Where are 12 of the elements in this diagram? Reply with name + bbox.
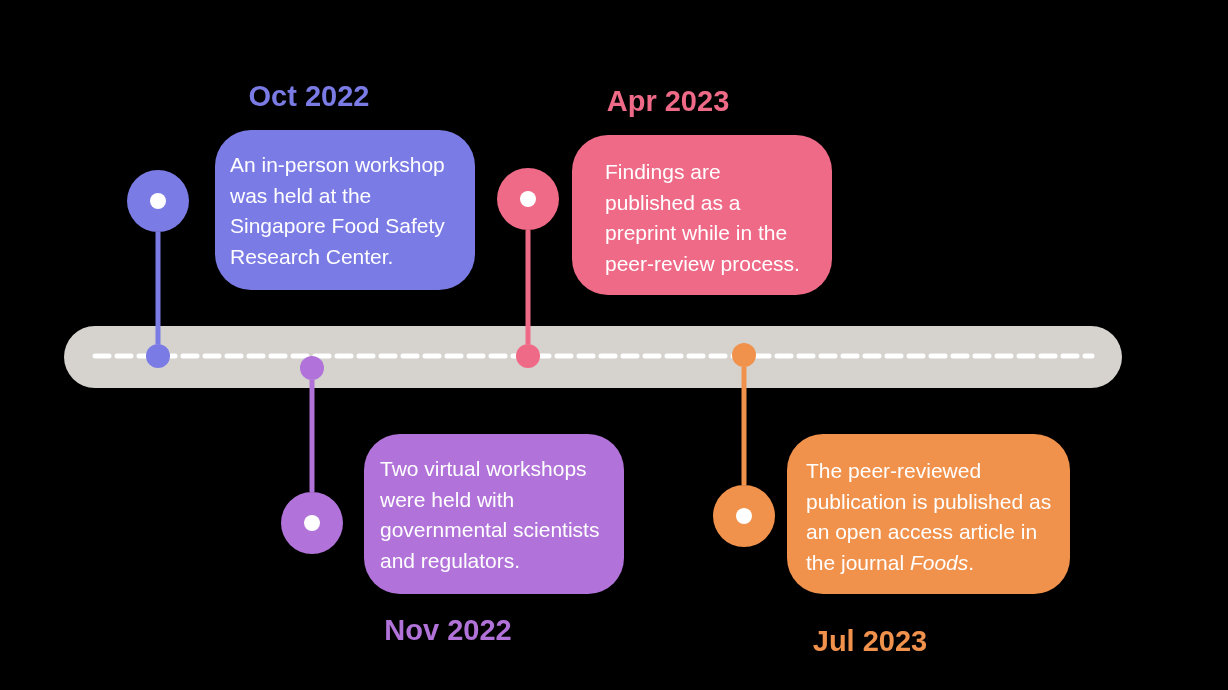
event-description: The peer-reviewed publication is published as an open access article in the journal Foods. xyxy=(806,458,1053,576)
date-heading: Apr 2023 xyxy=(606,85,730,118)
date-heading: Jul 2023 xyxy=(812,625,928,658)
date-heading: Nov 2022 xyxy=(384,614,512,647)
date-heading: Oct 2022 xyxy=(248,80,370,113)
connector-line xyxy=(155,232,161,344)
event-description: Findings are published as a preprint while in the peer-review process. xyxy=(605,159,801,277)
connector-line xyxy=(741,367,747,485)
connector-line xyxy=(309,380,315,492)
event-description: Two virtual workshops were held with governmental scientists and regulators. xyxy=(380,456,601,574)
event-description: An in-person workshop was held at the Singapore Food Safety Research Center. xyxy=(230,152,446,270)
connector-line xyxy=(525,230,531,344)
